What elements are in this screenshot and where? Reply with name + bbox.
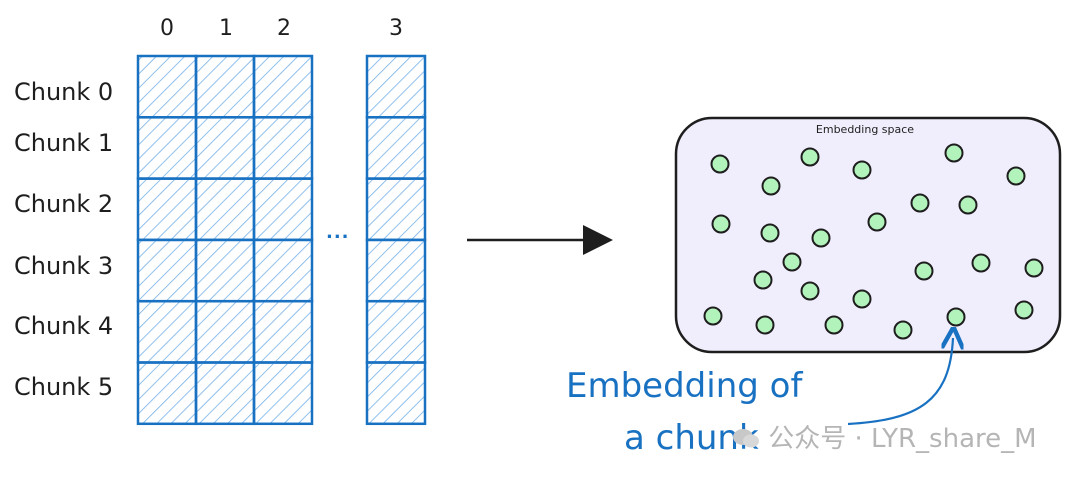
- matrix-cell: [136, 238, 198, 303]
- embedding-point: [800, 147, 820, 167]
- row-label-chunk-0: Chunk 0: [14, 78, 114, 106]
- matrix-cell: [194, 116, 256, 180]
- embedding-matrix: [136, 54, 314, 426]
- embedding-point: [824, 315, 844, 335]
- matrix-cell: [136, 54, 198, 119]
- matrix-cell: [136, 116, 198, 180]
- embedding-point: [760, 223, 780, 243]
- watermark: 公众号 · LYR_share_M: [732, 418, 1037, 455]
- matrix-cell: [365, 299, 427, 364]
- embedding-point: [914, 261, 934, 281]
- row-label-chunk-2: Chunk 2: [14, 190, 114, 218]
- embedding-point: [800, 281, 820, 301]
- embedding-point: [971, 253, 991, 273]
- column-ellipsis: ...: [326, 222, 350, 243]
- matrix-cell: [252, 299, 314, 364]
- callout-arrow: [847, 338, 953, 426]
- matrix-cell: [252, 54, 314, 119]
- embedding-points: [703, 143, 1044, 340]
- column-label-1: 1: [219, 16, 233, 41]
- matrix-cell: [194, 177, 256, 242]
- embedding-point: [852, 160, 872, 180]
- column-label-3: 3: [389, 16, 403, 41]
- embedding-point: [893, 320, 913, 340]
- embedding-point: [703, 306, 723, 326]
- matrix-cell: [194, 299, 256, 364]
- matrix-cell: [252, 238, 314, 303]
- embedding-point: [782, 252, 802, 272]
- embedding-point: [867, 212, 887, 232]
- matrix-cell: [194, 54, 256, 119]
- embedding-point: [710, 154, 730, 174]
- watermark-text: 公众号 · LYR_share_M: [768, 424, 1037, 454]
- matrix-cell: [365, 54, 427, 119]
- matrix-cell: [136, 361, 198, 426]
- embedding-point: [1006, 166, 1026, 186]
- matrix-cell: [252, 361, 314, 426]
- embedding-point: [1014, 300, 1034, 320]
- column-label-0: 0: [160, 16, 174, 41]
- embedding-point: [946, 307, 966, 327]
- embedding-point: [1024, 258, 1044, 278]
- row-label-chunk-4: Chunk 4: [14, 312, 114, 340]
- embedding-point: [711, 214, 731, 234]
- embedding-point: [852, 289, 872, 309]
- row-label-chunk-3: Chunk 3: [14, 252, 114, 280]
- matrix-cell: [365, 238, 427, 303]
- embedding-point: [811, 228, 831, 248]
- column-label-2: 2: [277, 16, 291, 41]
- matrix-cell: [252, 177, 314, 242]
- matrix-cell: [252, 116, 314, 180]
- row-label-chunk-5: Chunk 5: [14, 373, 114, 401]
- embedding-point: [944, 143, 964, 163]
- matrix-cell: [365, 177, 427, 242]
- row-label-chunk-1: Chunk 1: [14, 129, 114, 157]
- matrix-cell: [365, 116, 427, 180]
- callout-line-1: Embedding of: [566, 366, 803, 406]
- embedding-space-label: Embedding space: [815, 123, 915, 136]
- matrix-cell: [136, 299, 198, 364]
- embedding-point: [761, 176, 781, 196]
- matrix-cell: [136, 177, 198, 242]
- embedding-matrix-last-column: [365, 54, 427, 426]
- matrix-cell: [194, 361, 256, 426]
- embedding-space-box: [674, 116, 1062, 354]
- embedding-point: [755, 315, 775, 335]
- matrix-cell: [365, 361, 427, 426]
- embedding-point: [958, 195, 978, 215]
- wechat-icon: [732, 426, 760, 448]
- embedding-point: [910, 193, 930, 213]
- matrix-cell: [194, 238, 256, 303]
- embedding-point: [753, 270, 773, 290]
